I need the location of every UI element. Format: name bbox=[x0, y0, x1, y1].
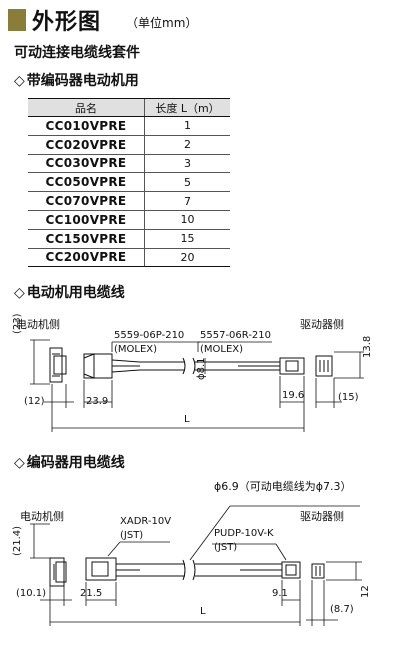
section-encoder-cable: ◇编码器用电缆线 bbox=[14, 452, 125, 472]
motor-side-label: 电动机侧 bbox=[16, 318, 60, 331]
encoder-cable-dimensions bbox=[30, 505, 362, 626]
section-encoder-motor-title: 带编码器电动机用 bbox=[26, 73, 139, 89]
dim-8-7: (8.7) bbox=[330, 604, 354, 615]
dim-23: (23) bbox=[12, 313, 23, 334]
encoder-driver-connector bbox=[311, 563, 325, 579]
diamond-icon: ◇ bbox=[14, 455, 25, 471]
driver-side-connector bbox=[315, 355, 333, 377]
model-cell: CC070VPRE bbox=[28, 191, 145, 211]
driver-side-label: 驱动器侧 bbox=[300, 318, 344, 331]
length-cell: 2 bbox=[144, 135, 230, 155]
dim-15: (15) bbox=[338, 392, 359, 403]
section-encoder-cable-title: 编码器用电缆线 bbox=[26, 455, 125, 471]
dim-L: L bbox=[184, 414, 190, 425]
connector-2-maker: (MOLEX) bbox=[200, 344, 244, 355]
dim-9-1: 9.1 bbox=[272, 588, 288, 599]
length-cell: 20 bbox=[144, 248, 230, 268]
motor-cable-body bbox=[140, 357, 280, 375]
model-cell: CC030VPRE bbox=[28, 154, 145, 174]
section-motor-cable: ◇电动机用电缆线 bbox=[14, 282, 125, 302]
section-motor-cable-title: 电动机用电缆线 bbox=[26, 285, 125, 301]
dim-phi-8-1: ϕ8.1 bbox=[196, 357, 207, 381]
dim-13-8: 13.8 bbox=[362, 335, 373, 358]
encoder-connector-1-maker: (JST) bbox=[120, 530, 144, 541]
connector-1-model: 5559-06P-210 bbox=[114, 330, 185, 341]
connector-1-maker: (MOLEX) bbox=[114, 344, 158, 355]
dim-21-5: 21.5 bbox=[80, 588, 103, 599]
col-length: 长度 L（m） bbox=[144, 98, 230, 117]
model-cell: CC050VPRE bbox=[28, 172, 145, 193]
encoder-connector-2-model: PUDP-10V-K bbox=[214, 528, 274, 539]
dim-12-enc: 12 bbox=[360, 585, 371, 598]
motor-cable-plug-right bbox=[279, 357, 305, 375]
connector-2-model: 5557-06R-210 bbox=[200, 330, 272, 341]
encoder-cable-body bbox=[140, 559, 282, 581]
kit-subtitle: 可动连接电缆线套件 bbox=[14, 45, 140, 61]
encoder-motor-side-label: 电动机侧 bbox=[20, 510, 64, 523]
diamond-icon: ◇ bbox=[14, 285, 25, 301]
motor-side-connector bbox=[49, 347, 67, 383]
length-cell: 15 bbox=[144, 229, 230, 249]
dim-23-9: 23.9 bbox=[86, 396, 109, 407]
model-cell: CC010VPRE bbox=[28, 116, 145, 136]
dim-L-enc: L bbox=[200, 606, 206, 617]
model-cell: CC150VPRE bbox=[28, 229, 145, 249]
length-cell: 7 bbox=[144, 191, 230, 211]
model-cell: CC100VPRE bbox=[28, 210, 145, 230]
motor-cable-plug-left bbox=[83, 353, 141, 379]
motor-cable-drawing bbox=[30, 339, 364, 432]
encoder-cable-drawing bbox=[30, 505, 362, 626]
model-cell: CC020VPRE bbox=[28, 135, 145, 155]
encoder-motor-connector bbox=[49, 557, 67, 587]
length-cell: 10 bbox=[144, 210, 230, 230]
diamond-icon: ◇ bbox=[14, 73, 25, 89]
dim-21-4: (21.4) bbox=[12, 525, 23, 556]
length-cell: 5 bbox=[144, 172, 230, 193]
unit-note: （单位mm） bbox=[126, 16, 198, 30]
dim-10-1: (10.1) bbox=[16, 588, 47, 599]
encoder-plug-left bbox=[85, 557, 140, 581]
encoder-connector-1-model: XADR-10V bbox=[120, 516, 172, 527]
length-cell: 3 bbox=[144, 154, 230, 174]
title-marker bbox=[8, 9, 26, 31]
encoder-driver-side-label: 驱动器侧 bbox=[300, 510, 344, 523]
col-model: 品名 bbox=[28, 98, 145, 117]
dim-12: (12) bbox=[24, 396, 45, 407]
page-title: 外形图 bbox=[32, 10, 102, 35]
length-cell: 1 bbox=[144, 116, 230, 136]
encoder-plug-right bbox=[281, 561, 301, 579]
motor-cable-dimensions bbox=[30, 339, 364, 432]
encoder-connector-2-maker: (JST) bbox=[214, 542, 238, 553]
dim-19-6: 19.6 bbox=[282, 390, 305, 401]
phi-note: ϕ6.9（可动电缆线为ϕ7.3） bbox=[214, 480, 352, 493]
section-encoder-motor: ◇带编码器电动机用 bbox=[14, 70, 139, 90]
model-cell: CC200VPRE bbox=[28, 248, 145, 268]
